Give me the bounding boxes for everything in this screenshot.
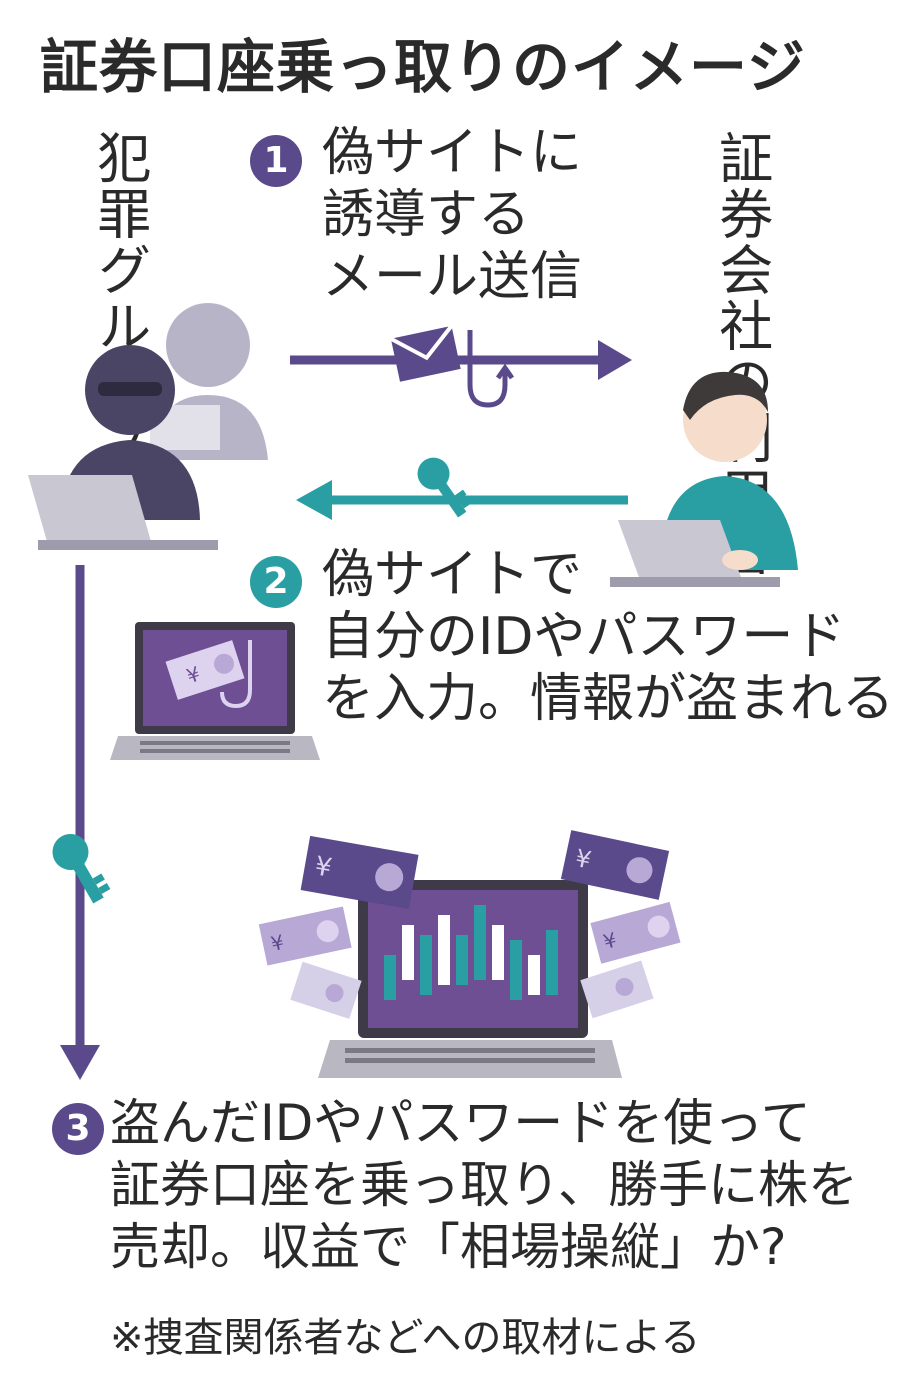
arrow-step-1 bbox=[290, 340, 632, 380]
step-2-badge: 2 bbox=[250, 556, 302, 608]
step-3-text: 盗んだIDやパスワードを使って 証券口座を乗っ取り、勝手に株を 売却。収益で「相… bbox=[110, 1092, 858, 1278]
svg-text:¥: ¥ bbox=[312, 851, 334, 883]
step-2-line: を入力。情報が盗まれる bbox=[322, 669, 895, 729]
step-1-line: メール送信 bbox=[322, 247, 583, 307]
yen-bill-icon bbox=[290, 961, 362, 1019]
user-figure bbox=[610, 371, 798, 587]
step-3-line: 盗んだIDやパスワードを使って bbox=[110, 1094, 811, 1152]
step-1-line: 偽サイトに bbox=[322, 123, 583, 183]
fish-hook-icon bbox=[220, 640, 252, 709]
yen-bill-icon: ¥ bbox=[560, 830, 670, 900]
step-2-line: 偽サイトで bbox=[322, 545, 583, 605]
yen-bill-icon: ¥ bbox=[300, 835, 419, 910]
step-3-line: 証券口座を乗っ取り、勝手に株を bbox=[110, 1156, 858, 1214]
arrow-step-3 bbox=[60, 565, 100, 1080]
envelope-icon bbox=[389, 324, 461, 382]
laptop-icon bbox=[110, 622, 320, 760]
step-3-badge: 3 bbox=[52, 1103, 104, 1155]
svg-text:¥: ¥ bbox=[601, 927, 620, 953]
laptop-icon bbox=[318, 880, 622, 1078]
arrow-step-2 bbox=[296, 480, 628, 520]
yen-bill-icon bbox=[580, 960, 654, 1019]
criminal-group-figure bbox=[28, 303, 268, 550]
svg-text:¥: ¥ bbox=[573, 844, 594, 875]
yen-bill-icon: ¥ bbox=[590, 901, 681, 964]
step-2-line: 自分のIDやパスワード bbox=[322, 607, 846, 667]
candlestick-chart-icon bbox=[384, 905, 558, 1000]
step-1-line: 誘導する bbox=[322, 185, 531, 245]
step-1-badge: 1 bbox=[250, 135, 302, 187]
svg-text:¥: ¥ bbox=[269, 930, 286, 956]
fish-hook-icon bbox=[467, 330, 515, 408]
step-1-text: 偽サイトに 誘導する メール送信 bbox=[322, 122, 582, 308]
diagram-title: 証券口座乗っ取りのイメージ bbox=[40, 33, 806, 101]
key-icon bbox=[52, 834, 111, 904]
yen-bill-icon: ¥ bbox=[165, 640, 245, 700]
source-note: ※捜査関係者などへの取材による bbox=[110, 1315, 701, 1361]
yen-bill-icon: ¥ bbox=[258, 906, 352, 966]
step-2-text: 偽サイトで 自分のIDやパスワード を入力。情報が盗まれる bbox=[322, 544, 894, 730]
step-3-line: 売却。収益で「相場操縦」か? bbox=[110, 1218, 787, 1276]
key-icon bbox=[417, 457, 473, 518]
